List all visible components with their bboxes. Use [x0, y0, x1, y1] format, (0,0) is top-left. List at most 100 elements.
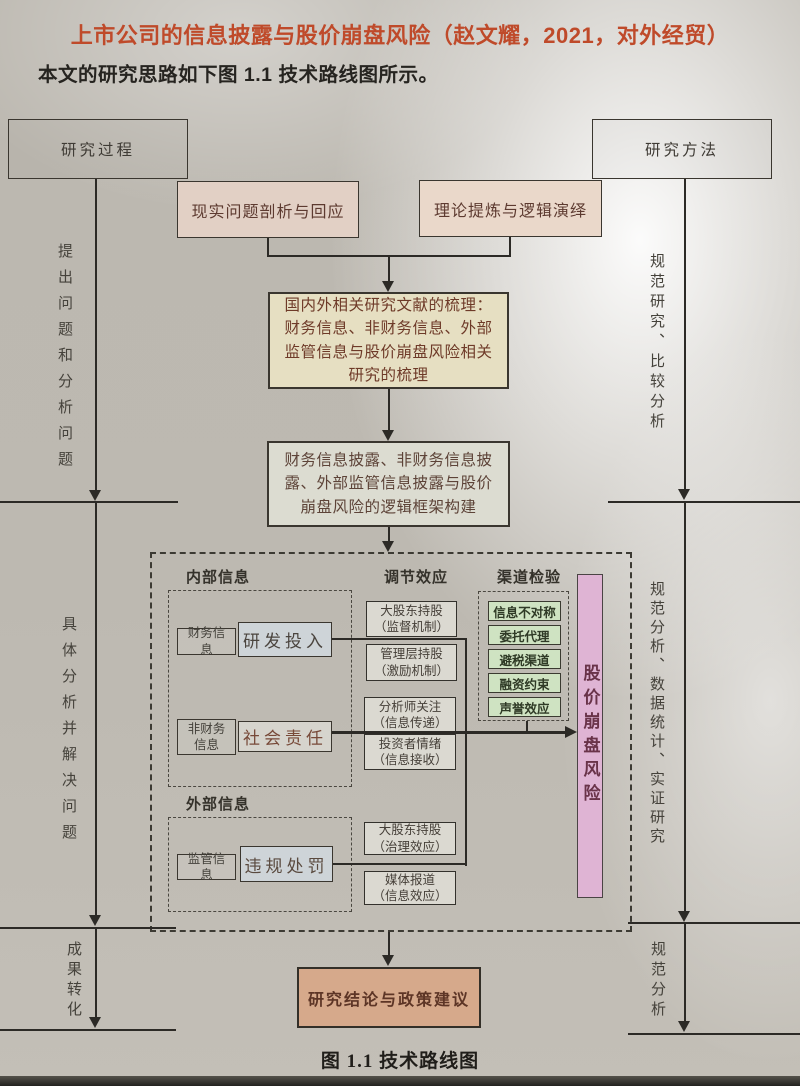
right-stage2-label: 规范分析、数据统计、实证研究 — [648, 581, 665, 847]
moderator-name: 管理层持股 — [380, 647, 443, 662]
left-stage2-label: 具体分析并解决问题 — [60, 616, 77, 850]
channel-label: 委托代理 — [499, 629, 550, 644]
nonfinancial-info-label: 非财务信息 — [187, 721, 226, 752]
right-rail-line — [684, 924, 686, 1021]
channel-label: 融资约束 — [499, 677, 550, 692]
social-responsibility-box: 社会责任 — [238, 721, 332, 752]
moderator-box: 投资者情绪 （信息接收） — [364, 734, 456, 770]
channel-label: 避税渠道 — [499, 653, 550, 668]
moderation-label: 调节效应 — [384, 569, 449, 586]
empirical-model-container — [150, 552, 632, 932]
connector-line — [333, 863, 467, 865]
literature-review-box: 国内外相关研究文献的梳理：财务信息、非财务信息、外部监管信息与股价崩盘风险相关研… — [268, 292, 509, 389]
problem-analysis-label: 现实问题剖析与回应 — [191, 203, 345, 221]
channel-chip: 声誉效应 — [488, 697, 561, 717]
arrow-down-icon — [89, 915, 101, 926]
connector-line — [332, 638, 467, 640]
internal-info-label: 内部信息 — [186, 569, 251, 586]
left-rail-line — [95, 503, 97, 915]
rd-investment-box: 研发投入 — [238, 622, 332, 657]
regulatory-info-box: 监管信息 — [177, 852, 236, 882]
literature-review-text: 国内外相关研究文献的梳理：财务信息、非财务信息、外部监管信息与股价崩盘风险相关研… — [284, 297, 493, 384]
connector-line — [388, 527, 390, 544]
moderator-box: 媒体报道 （信息效应） — [364, 871, 456, 905]
arrow-down-icon — [382, 541, 394, 552]
connector-line — [388, 389, 390, 432]
right-rail-header-label: 研究方法 — [644, 142, 719, 159]
arrow-down-icon — [678, 911, 690, 922]
right-rail-divider — [628, 1033, 800, 1035]
moderator-mechanism: （信息效应） — [372, 889, 448, 903]
moderator-name: 大股东持股 — [378, 823, 442, 838]
arrow-down-icon — [678, 1021, 690, 1032]
main-effect-arrow-shaft — [332, 731, 566, 734]
channel-chip: 信息不对称 — [488, 601, 561, 621]
arrow-right-icon — [565, 726, 577, 738]
channel-chip: 避税渠道 — [488, 649, 561, 669]
crash-risk-label: 股价崩盘风险 — [580, 664, 600, 808]
moderator-name: 大股东持股 — [380, 603, 443, 618]
connector-line — [388, 255, 390, 283]
left-rail-header-box: 研究过程 — [8, 119, 188, 179]
arrow-down-icon — [382, 281, 394, 292]
moderator-mechanism: （治理效应） — [372, 839, 448, 854]
moderator-name: 媒体报道 — [384, 872, 435, 887]
problem-analysis-box: 现实问题剖析与回应 — [177, 181, 359, 238]
external-info-label: 外部信息 — [186, 796, 251, 813]
channel-test-group — [478, 591, 569, 721]
connector-line — [267, 238, 269, 257]
connector-line — [509, 237, 511, 257]
arrow-down-icon — [382, 430, 394, 441]
right-rail-divider — [608, 501, 800, 503]
right-stage1-label: 规范研究、比较分析 — [648, 253, 665, 433]
channel-chip: 融资约束 — [488, 673, 561, 693]
left-rail-header-label: 研究过程 — [60, 142, 135, 159]
right-stage3-label: 规范分析 — [649, 941, 666, 1021]
moderator-name: 投资者情绪 — [378, 736, 442, 751]
moderator-mechanism: （监督机制） — [373, 620, 449, 634]
left-stage3-label: 成果转化 — [65, 941, 82, 1021]
right-rail-divider — [628, 922, 800, 924]
internal-info-group — [168, 590, 352, 787]
left-rail-divider — [0, 1029, 176, 1031]
social-responsibility-label: 社会责任 — [243, 729, 327, 748]
violation-penalty-box: 违规处罚 — [240, 846, 333, 882]
photo-bottom-edge — [0, 1076, 800, 1086]
theory-deduction-box: 理论提炼与逻辑演绎 — [419, 180, 602, 237]
right-rail-line — [684, 503, 686, 911]
conclusion-label: 研究结论与政策建议 — [307, 991, 470, 1009]
financial-info-box: 财务信息 — [177, 626, 236, 657]
left-stage1-label: 提出问题和分析问题 — [56, 243, 73, 477]
left-rail-divider — [0, 501, 178, 503]
conclusion-box: 研究结论与政策建议 — [297, 967, 481, 1028]
document-title: 上市公司的信息披露与股价崩盘风险（赵文耀，2021，对外经贸） — [70, 23, 730, 48]
logic-framework-box: 财务信息披露、非财务信息披露、外部监管信息披露与股价崩盘风险的逻辑框架构建 — [267, 441, 510, 527]
channel-label: 信息不对称 — [493, 605, 556, 620]
channel-chip: 委托代理 — [488, 625, 561, 645]
right-rail-header-box: 研究方法 — [592, 119, 772, 179]
intro-sentence: 本文的研究思路如下图 1.1 技术路线图所示。 — [38, 64, 439, 86]
moderator-box: 分析师关注 （信息传递） — [364, 697, 456, 733]
violation-penalty-label: 违规处罚 — [244, 856, 329, 876]
moderator-name: 分析师关注 — [378, 699, 442, 714]
channel-label: 声誉效应 — [499, 701, 550, 716]
right-rail-line — [684, 179, 686, 490]
channel-test-label: 渠道检验 — [497, 569, 562, 586]
arrow-down-icon — [382, 955, 394, 966]
arrow-down-icon — [678, 489, 690, 500]
moderator-box: 大股东持股 （治理效应） — [364, 822, 456, 855]
nonfinancial-info-box: 非财务信息 — [177, 719, 236, 755]
moderator-box: 管理层持股 （激励机制） — [366, 644, 457, 681]
logic-framework-text: 财务信息披露、非财务信息披露、外部监管信息披露与股价崩盘风险的逻辑框架构建 — [284, 452, 493, 516]
left-rail-line — [95, 929, 97, 1017]
crash-risk-outcome-bar: 股价崩盘风险 — [577, 574, 603, 898]
connector-line — [465, 638, 467, 866]
arrow-down-icon — [89, 490, 101, 501]
connector-line — [526, 721, 528, 732]
moderator-mechanism: （信息接收） — [372, 753, 448, 767]
connector-line — [388, 932, 390, 957]
regulatory-info-label: 监管信息 — [187, 851, 226, 882]
moderator-mechanism: （激励机制） — [373, 663, 449, 678]
financial-info-label: 财务信息 — [187, 626, 226, 657]
